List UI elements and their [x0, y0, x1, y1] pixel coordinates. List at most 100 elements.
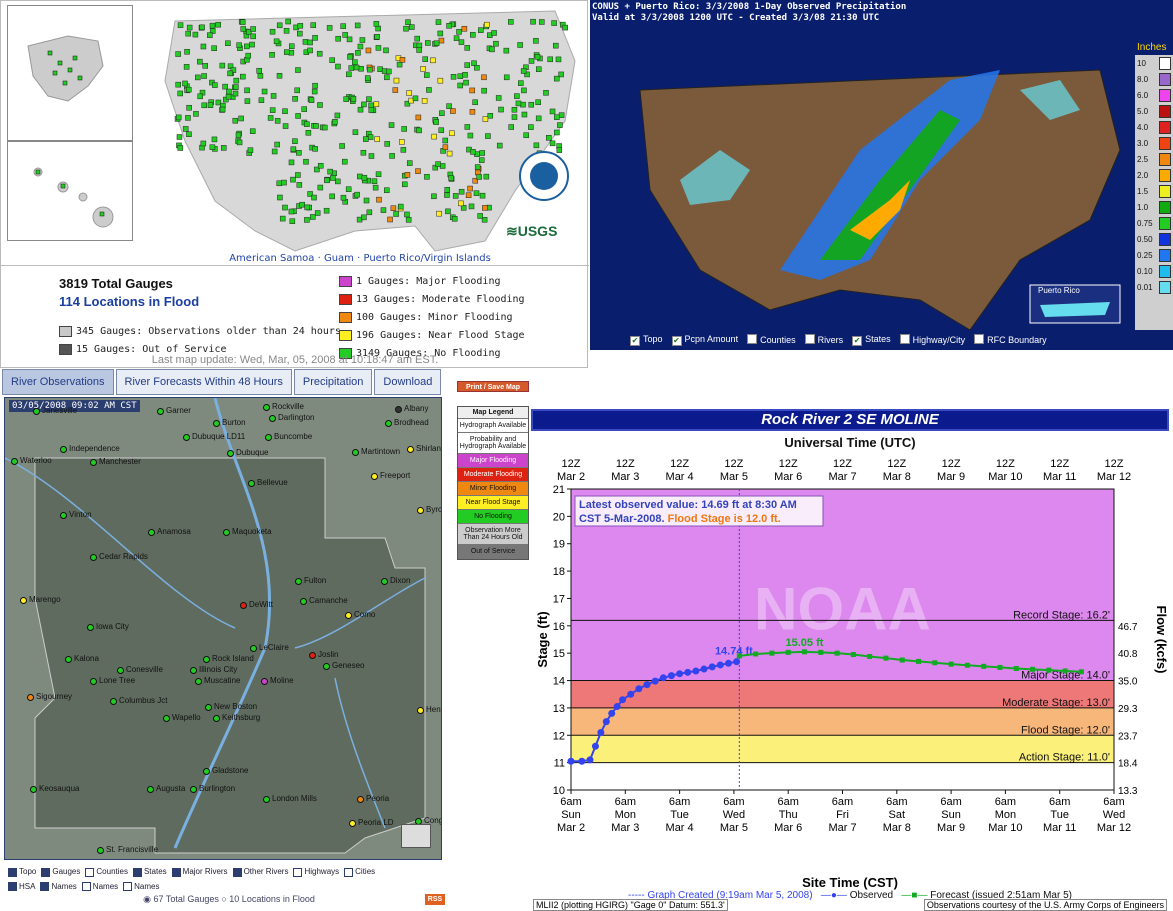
gauge-marker[interactable] — [295, 113, 301, 119]
gauge-marker[interactable] — [366, 209, 373, 216]
gauge-marker[interactable] — [395, 406, 402, 413]
gauge-marker[interactable] — [549, 108, 556, 115]
gauge-marker[interactable] — [219, 62, 226, 69]
gauge-marker[interactable] — [215, 21, 221, 28]
gauge-marker[interactable] — [311, 88, 318, 95]
gauge-marker[interactable] — [461, 25, 468, 32]
gauge-marker[interactable] — [347, 54, 353, 60]
overlay-other-rivers[interactable]: Other Rivers — [232, 866, 288, 878]
gauge-marker[interactable] — [555, 56, 562, 63]
gauge-marker[interactable] — [367, 134, 374, 140]
checkbox[interactable] — [171, 867, 181, 877]
gauge-marker[interactable] — [432, 164, 439, 171]
gauge-marker[interactable] — [200, 43, 207, 50]
overlay-highways[interactable]: Highways — [293, 866, 339, 878]
gauge-marker[interactable] — [554, 129, 560, 136]
gauge-marker[interactable] — [295, 578, 302, 585]
gauge-marker[interactable] — [535, 115, 542, 122]
gauge-marker[interactable] — [521, 111, 528, 118]
gauge-marker[interactable] — [557, 122, 563, 128]
gauge-marker[interactable] — [400, 147, 407, 153]
gauge-marker[interactable] — [384, 74, 390, 81]
gauge-marker[interactable] — [299, 201, 305, 208]
gauge-marker[interactable] — [433, 119, 439, 125]
gauge-marker[interactable] — [186, 104, 192, 111]
gauge-marker[interactable] — [372, 184, 379, 191]
gauge-marker[interactable] — [438, 127, 445, 133]
gauge-marker[interactable] — [296, 150, 302, 156]
gauge-marker[interactable] — [543, 90, 549, 96]
gauge-marker[interactable] — [270, 93, 277, 99]
gauge-marker[interactable] — [297, 30, 303, 37]
gauge-marker[interactable] — [384, 187, 390, 193]
gauge-marker[interactable] — [316, 50, 323, 57]
gauge-marker[interactable] — [310, 22, 317, 28]
gauge-marker[interactable] — [244, 87, 250, 94]
gauge-marker[interactable] — [205, 704, 212, 711]
gauge-marker[interactable] — [403, 25, 409, 32]
gauge-marker[interactable] — [415, 114, 422, 121]
gauge-marker[interactable] — [546, 135, 552, 141]
gauge-marker[interactable] — [368, 107, 375, 113]
gauge-marker[interactable] — [487, 113, 494, 119]
gauge-marker[interactable] — [297, 23, 304, 29]
gauge-marker[interactable] — [276, 22, 283, 29]
gauge-marker[interactable] — [405, 19, 411, 25]
gauge-marker[interactable] — [360, 149, 367, 156]
gauge-marker[interactable] — [283, 28, 290, 34]
gauge-marker[interactable] — [305, 130, 312, 136]
gauge-marker[interactable] — [326, 25, 333, 31]
gauge-marker[interactable] — [292, 96, 298, 102]
gauge-marker[interactable] — [375, 171, 382, 177]
gauge-marker[interactable] — [368, 102, 374, 109]
gauge-marker[interactable] — [235, 132, 242, 139]
gauge-marker[interactable] — [227, 450, 234, 457]
gauge-marker[interactable] — [368, 153, 375, 159]
gauge-marker[interactable] — [223, 96, 229, 103]
toggle-states[interactable]: ✔States — [852, 334, 891, 346]
gauge-marker[interactable] — [415, 168, 421, 174]
gauge-marker[interactable] — [307, 47, 313, 54]
gauge-marker[interactable] — [117, 667, 124, 674]
gauge-marker[interactable] — [518, 80, 524, 86]
checkbox[interactable]: ✔ — [852, 336, 863, 346]
gauge-marker[interactable] — [327, 168, 333, 175]
gauge-marker[interactable] — [213, 420, 220, 427]
gauge-marker[interactable] — [60, 446, 67, 453]
gauge-marker[interactable] — [458, 188, 465, 195]
gauge-marker[interactable] — [232, 90, 239, 97]
gauge-marker[interactable] — [339, 143, 345, 149]
gauge-marker[interactable] — [367, 66, 373, 73]
gauge-marker[interactable] — [346, 36, 353, 43]
gauge-marker[interactable] — [470, 149, 476, 155]
overlay-gauges[interactable]: Gauges — [41, 866, 80, 878]
gauge-marker[interactable] — [311, 194, 317, 201]
gauge-marker[interactable] — [385, 420, 392, 427]
gauge-marker[interactable] — [357, 106, 364, 113]
gauge-marker[interactable] — [446, 150, 453, 157]
gauge-marker[interactable] — [446, 23, 452, 29]
territory-links[interactable]: American Samoa · Guam · Puerto Rico/Virg… — [229, 253, 491, 264]
gauge-marker[interactable] — [227, 63, 234, 70]
gauge-marker[interactable] — [350, 96, 357, 102]
checkbox[interactable] — [747, 334, 758, 344]
gauge-marker[interactable] — [464, 45, 471, 51]
checkbox[interactable] — [974, 334, 985, 344]
print-save-map-button[interactable]: Print / Save Map — [457, 381, 529, 392]
gauge-marker[interactable] — [437, 30, 444, 37]
gauge-marker[interactable] — [225, 40, 231, 47]
gauge-marker[interactable] — [444, 192, 450, 198]
gauge-marker[interactable] — [227, 70, 233, 77]
gauge-marker[interactable] — [533, 142, 540, 149]
gauge-marker[interactable] — [177, 145, 184, 151]
gauge-marker[interactable] — [230, 67, 237, 73]
gauge-marker[interactable] — [222, 83, 228, 90]
hawaii-inset[interactable] — [7, 141, 133, 241]
gauge-marker[interactable] — [90, 459, 97, 466]
gauge-marker[interactable] — [20, 597, 27, 604]
gauge-marker[interactable] — [449, 130, 455, 137]
gauge-marker[interactable] — [465, 192, 472, 199]
gauge-marker[interactable] — [481, 217, 488, 223]
gauge-marker[interactable] — [393, 77, 400, 84]
gauge-marker[interactable] — [524, 71, 530, 78]
